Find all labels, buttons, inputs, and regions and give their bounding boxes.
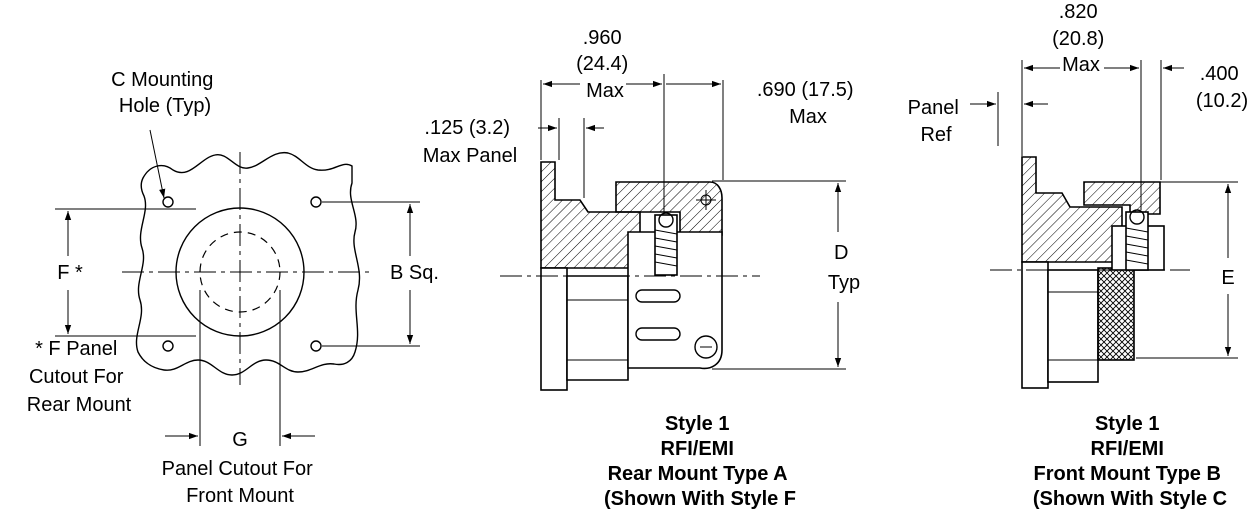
mounting-hole-label: C Mounting Hole (Typ)	[111, 69, 219, 117]
rear-mount-backshell	[627, 231, 723, 370]
b-dimension-label: B Sq.	[390, 262, 439, 284]
d-dimension-label: D Typ	[828, 242, 860, 294]
dim-690-label: .690 (17.5) Max	[757, 79, 859, 128]
rear-mount-flange	[540, 161, 641, 269]
dim-400-label: .400 (10.2)	[1196, 63, 1248, 112]
mounting-hole-top-right	[310, 196, 322, 208]
mounting-hole-bottom-left	[162, 340, 174, 352]
dim-125-label: .125 (3.2) Max Panel	[423, 117, 518, 167]
f-dimension-label: F *	[57, 262, 83, 284]
mounting-hole-top-left	[162, 196, 174, 208]
rear-mount-coupling-nut	[615, 181, 723, 236]
f-panel-note: * F Panel Cutout For Rear Mount	[27, 338, 132, 416]
panel-outline	[135, 152, 361, 376]
rear-mount-side-view: .960 (24.4) Max .690 (17.5) Max .125 (3.…	[423, 27, 860, 510]
front-mount-body	[1047, 269, 1099, 383]
dim-820-label: .820 (20.8) Max	[1052, 1, 1110, 76]
front-mount-knurled-nut	[1097, 267, 1135, 361]
e-dimension-label: E	[1221, 267, 1234, 289]
dim-960-label: .960 (24.4) Max	[576, 27, 634, 102]
g-dimension-label: G	[232, 429, 248, 451]
panel-cutout-front	[199, 231, 281, 313]
front-mount-side-view: .820 (20.8) Max .400 (10.2) Panel Ref E …	[908, 1, 1248, 510]
front-mount-flange	[1021, 156, 1123, 263]
panel-cutout-rear	[175, 207, 305, 337]
mounting-hole-bottom-right	[310, 340, 322, 352]
rear-mount-caption: Style 1 RFI/EMI Rear Mount Type A (Shown…	[604, 413, 796, 510]
panel-front-view: C Mounting Hole (Typ) F * B Sq. * F Pane…	[27, 69, 439, 507]
rear-mount-body	[566, 275, 629, 381]
g-panel-note: Panel Cutout For Front Mount	[162, 458, 319, 507]
front-mount-caption: Style 1 RFI/EMI Front Mount Type B (Show…	[1033, 413, 1227, 510]
panel-ref-label: Panel Ref	[908, 97, 965, 146]
